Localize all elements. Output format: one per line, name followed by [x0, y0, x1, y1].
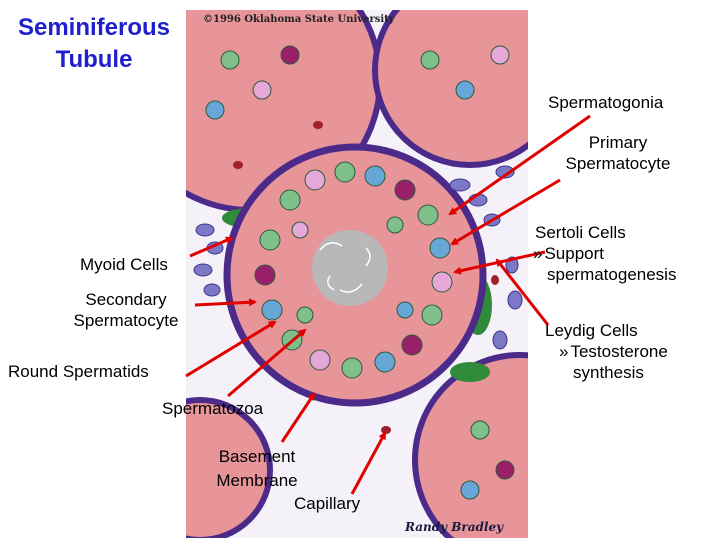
- label-spermatogonia: Spermatogonia: [548, 93, 664, 112]
- label-secondary-spermatocyte: Secondary Spermatocyte: [56, 289, 196, 331]
- label-leydig-cells: Leydig Cells »Testosterone synthesis: [545, 320, 668, 383]
- tubule-top-right: [372, 10, 528, 168]
- label-round-spermatids: Round Spermatids: [8, 362, 149, 381]
- germ-cells-fragments: [205, 45, 515, 500]
- arrow-leydig: [495, 258, 550, 326]
- label-leydig-sub1: »Testosterone: [559, 341, 668, 362]
- leydig-cells: [193, 165, 523, 350]
- label-sertoli-sub1-text: Support: [544, 244, 605, 263]
- myoid-patch: [450, 362, 490, 382]
- label-sertoli-sub1: »Support: [533, 243, 676, 264]
- bullet: »: [559, 342, 569, 361]
- label-basement-line1: Basement: [218, 447, 296, 466]
- lumen-flagella: [319, 242, 371, 293]
- page-title: Seminiferous Tubule: [4, 14, 184, 74]
- title-line2: Tubule: [55, 46, 133, 73]
- arrow-basement-membrane: [280, 392, 316, 443]
- arrow-myoid: [189, 236, 234, 258]
- label-sertoli-cells: Sertoli Cells »Support spermatogenesis: [533, 222, 676, 285]
- label-secondary-line1: Secondary: [85, 290, 167, 309]
- copyright-notice: ©1996 Oklahoma State University: [203, 14, 395, 25]
- label-basement-membrane: Basement Membrane: [200, 446, 314, 491]
- arrow-secondary: [194, 298, 257, 307]
- title-line1: Seminiferous: [17, 14, 171, 41]
- label-leydig-sub2: synthesis: [573, 363, 644, 382]
- arrow-round-spermatids: [185, 320, 277, 378]
- red-blood-cells: [233, 121, 499, 434]
- tubule-bottom-right: [412, 352, 528, 538]
- germ-cells: [254, 161, 453, 379]
- label-primary-spermatocyte: Primary Spermatocyte: [548, 132, 688, 174]
- bullet: »: [533, 244, 543, 263]
- label-secondary-line2: Spermatocyte: [73, 311, 179, 330]
- arrow-primary-spermatocyte: [450, 178, 561, 246]
- label-primary-line1: Primary: [588, 133, 648, 152]
- label-leydig-sub1-text: Testosterone: [570, 342, 668, 361]
- label-leydig-title: Leydig Cells: [545, 321, 638, 340]
- pointer-arrows: [185, 114, 591, 495]
- label-primary-line2: Spermatocyte: [565, 154, 671, 173]
- label-spermatozoa: Spermatozoa: [162, 399, 264, 418]
- arrow-spermatogonia: [448, 114, 591, 216]
- lumen: [312, 230, 388, 306]
- artist-signature: Randy Bradley: [405, 520, 504, 534]
- label-capillary: Capillary: [294, 494, 361, 513]
- label-sertoli-title: Sertoli Cells: [535, 223, 626, 242]
- tubule-bottom-left: [186, 397, 273, 538]
- label-basement-line2: Membrane: [216, 471, 298, 490]
- arrow-spermatozoa: [227, 328, 307, 398]
- arrow-capillary: [350, 431, 387, 495]
- label-myoid-cells: Myoid Cells: [80, 255, 168, 274]
- label-sertoli-sub2: spermatogenesis: [547, 265, 677, 284]
